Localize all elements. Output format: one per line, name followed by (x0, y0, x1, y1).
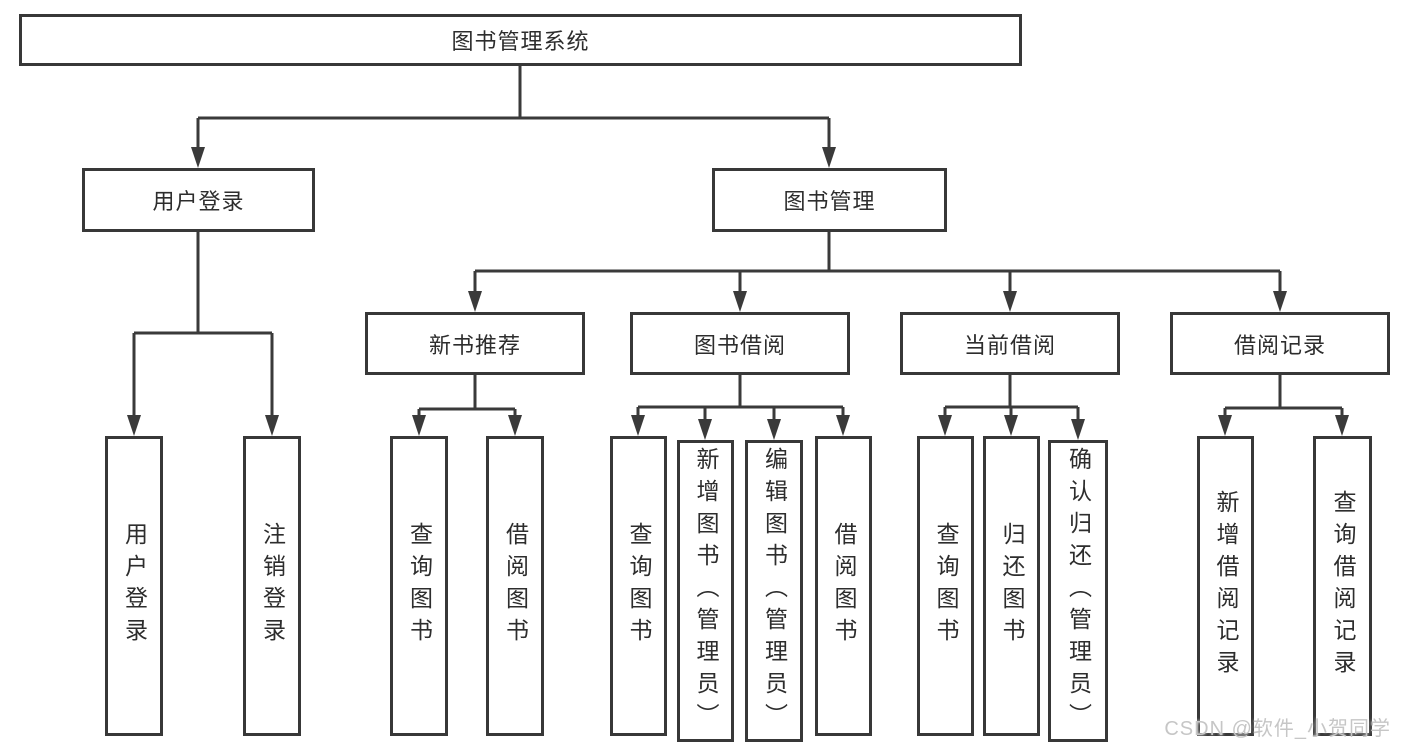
node-new-book: 新书推荐 (365, 312, 585, 375)
connector-root-children (196, 66, 831, 150)
arrowhead (733, 291, 747, 312)
node-borrow-record: 借阅记录 (1170, 312, 1390, 375)
node-leaf-cb-query-label: 查询图书 (933, 522, 959, 650)
node-leaf-br-query-label: 查询借阅记录 (1330, 490, 1356, 682)
node-leaf-user-login-label: 用户登录 (121, 522, 148, 650)
node-leaf-bb-query: 查询图书 (610, 436, 667, 736)
arrowhead (698, 419, 712, 440)
connector-newbook-children (417, 375, 517, 418)
node-leaf-nb-borrow: 借阅图书 (486, 436, 544, 736)
node-leaf-cb-query: 查询图书 (917, 436, 974, 736)
node-new-book-label: 新书推荐 (428, 332, 521, 358)
node-leaf-user-login: 用户登录 (105, 436, 163, 736)
arrowhead (468, 291, 482, 312)
arrowhead (508, 415, 522, 436)
watermark: CSDN @软件_小贺同学 (1164, 718, 1391, 740)
arrowhead (938, 415, 952, 436)
node-leaf-bb-add-label: 新增图书（管理员） (693, 447, 719, 735)
node-leaf-bb-borrow: 借阅图书 (815, 436, 872, 736)
node-leaf-br-add: 新增借阅记录 (1197, 436, 1254, 736)
arrowhead (412, 415, 426, 436)
node-current-borrow: 当前借阅 (900, 312, 1120, 375)
connector-bookborrow-children (636, 375, 845, 421)
node-leaf-nb-query: 查询图书 (390, 436, 448, 736)
arrowhead (1273, 291, 1287, 312)
arrowhead (265, 415, 279, 436)
node-borrow-record-label: 借阅记录 (1233, 332, 1326, 358)
arrowhead (631, 415, 645, 436)
node-leaf-cb-confirm-label: 确认归还（管理员） (1065, 447, 1092, 735)
node-leaf-cb-return-label: 归还图书 (999, 522, 1025, 650)
connector-currentborrow-children (943, 375, 1080, 421)
node-current-borrow-label: 当前借阅 (963, 332, 1056, 358)
arrowhead (1218, 415, 1232, 436)
arrowhead (127, 415, 141, 436)
node-leaf-bb-borrow-label: 借阅图书 (831, 522, 857, 650)
connector-bookmgmt-children (473, 232, 1282, 294)
arrowhead (822, 147, 836, 168)
arrowhead (767, 419, 781, 440)
node-user-login: 用户登录 (82, 168, 315, 232)
node-root-label: 图书管理系统 (451, 29, 590, 54)
arrowhead (836, 415, 850, 436)
node-leaf-bb-edit-label: 编辑图书（管理员） (761, 447, 788, 735)
node-leaf-logout: 注销登录 (243, 436, 301, 736)
connector-userlogin-children (132, 232, 274, 418)
node-book-mgmt: 图书管理 (712, 168, 947, 232)
node-leaf-nb-query-label: 查询图书 (406, 522, 433, 650)
node-root: 图书管理系统 (19, 14, 1022, 66)
node-user-login-label: 用户登录 (152, 189, 245, 214)
node-leaf-cb-return: 归还图书 (983, 436, 1040, 736)
node-leaf-bb-query-label: 查询图书 (626, 522, 652, 650)
node-leaf-logout-label: 注销登录 (259, 522, 286, 650)
connector-borrowrecord-children (1223, 375, 1344, 418)
arrowhead (1004, 415, 1018, 436)
node-book-mgmt-label: 图书管理 (783, 189, 876, 214)
arrowhead (1071, 419, 1085, 440)
node-leaf-bb-add: 新增图书（管理员） (677, 440, 734, 742)
arrowhead (1003, 291, 1017, 312)
node-leaf-br-add-label: 新增借阅记录 (1213, 490, 1239, 682)
node-leaf-br-query: 查询借阅记录 (1313, 436, 1372, 736)
node-book-borrow: 图书借阅 (630, 312, 850, 375)
arrowhead (191, 147, 205, 168)
arrowhead (1335, 415, 1349, 436)
node-leaf-bb-edit: 编辑图书（管理员） (745, 440, 803, 742)
node-book-borrow-label: 图书借阅 (693, 332, 786, 358)
node-leaf-nb-borrow-label: 借阅图书 (502, 522, 529, 650)
node-leaf-cb-confirm: 确认归还（管理员） (1048, 440, 1108, 742)
